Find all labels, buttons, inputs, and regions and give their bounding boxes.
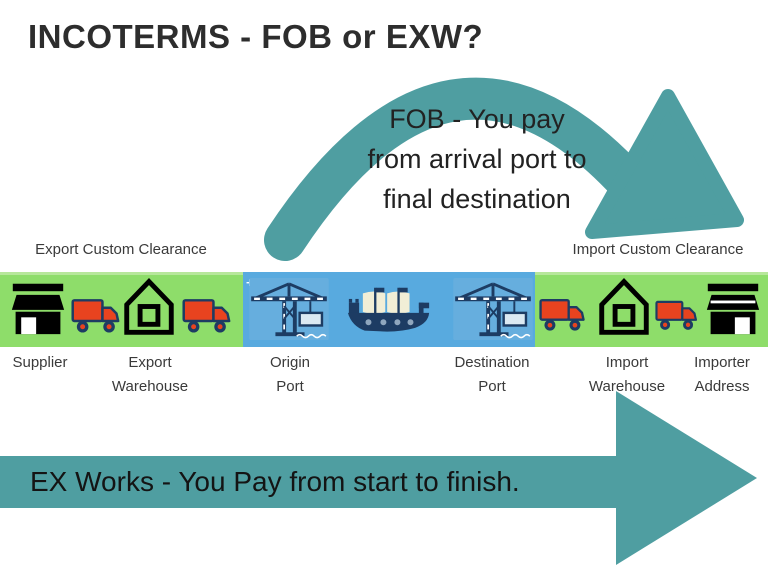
- fob-caption-line2: from arrival port to: [367, 144, 587, 174]
- importer-storefront-icon: [703, 280, 763, 336]
- page-title: INCOTERMS - FOB or EXW?: [28, 18, 484, 55]
- stage-label-line: Import: [605, 354, 649, 371]
- stage-label-destination-port: Destination Port: [432, 351, 552, 399]
- delivery-truck-icon: [655, 299, 701, 332]
- export-custom-clearance-label: Export Custom Clearance: [35, 241, 207, 258]
- fob-arrow-caption: FOB - You pay from arrival port to final…: [322, 99, 632, 219]
- stage-label-line: Warehouse: [111, 378, 189, 395]
- stage-label-line: Port: [478, 378, 506, 395]
- stage-label-import-warehouse: Import Warehouse: [567, 351, 687, 399]
- stage-label-line: Port: [276, 378, 304, 395]
- fob-caption-line1: FOB - You pay: [389, 104, 565, 134]
- import-custom-clearance-label: Import Custom Clearance: [572, 241, 744, 258]
- supply-chain-strip: + +: [0, 272, 768, 347]
- export-warehouse-icon: [124, 278, 174, 335]
- stage-label-export-warehouse: Export Warehouse: [90, 351, 210, 399]
- curved-arrow-icon: [264, 77, 744, 261]
- stage-label-line: Address: [694, 378, 750, 395]
- delivery-truck-icon: [182, 297, 235, 335]
- stage-label-origin-port: Origin Port: [230, 351, 350, 399]
- delivery-truck-icon: [71, 297, 124, 335]
- stage-label-line: Destination: [454, 354, 530, 371]
- stage-label-importer-address: Importer Address: [676, 351, 768, 399]
- stage-label-line: Warehouse: [588, 378, 666, 395]
- supplier-storefront-icon: [8, 280, 68, 336]
- stage-label-line: Export: [128, 354, 172, 371]
- origin-port-crane-icon: [248, 277, 330, 341]
- cargo-ship-icon: [344, 284, 434, 340]
- stage-label-line: Importer: [694, 354, 750, 371]
- destination-port-crane-icon: [452, 277, 534, 341]
- fob-caption-line3: final destination: [383, 184, 571, 214]
- stage-label-line: Origin: [269, 354, 310, 371]
- import-warehouse-icon: [599, 278, 649, 335]
- delivery-truck-icon: [539, 297, 589, 333]
- stage-label-line: Supplier: [12, 354, 68, 371]
- stage-label-supplier: Supplier: [0, 351, 80, 375]
- right-arrow-icon: [0, 391, 757, 565]
- exw-arrow-caption: EX Works - You Pay from start to finish.: [30, 466, 520, 497]
